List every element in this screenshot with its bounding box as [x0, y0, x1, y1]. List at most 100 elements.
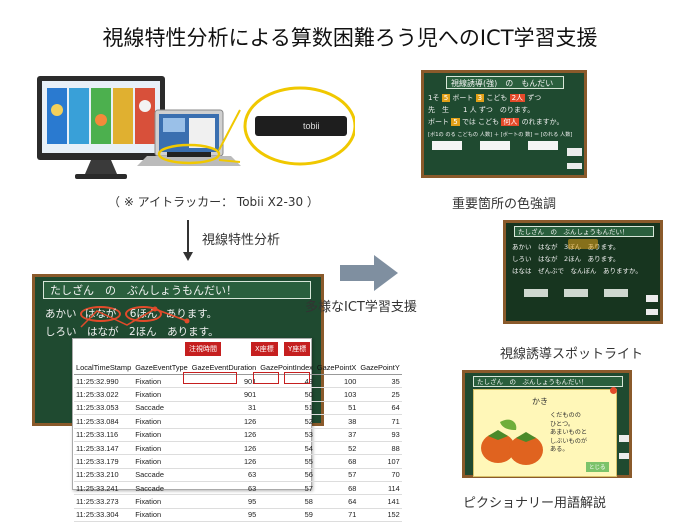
table-cell: Fixation	[133, 494, 190, 509]
table-cell: 126	[189, 441, 259, 456]
table-cell: 53	[258, 428, 315, 442]
tracker-bar-small	[167, 152, 211, 157]
table-cell: 63	[189, 468, 259, 483]
table-cell: 11:25:33.022	[74, 387, 134, 402]
color-emphasis-caption: 重要箇所の色強調	[452, 197, 557, 212]
table-cell: 100	[314, 374, 359, 389]
gaze-path-overlay	[80, 306, 190, 328]
table-cell: 11:25:33.116	[74, 428, 134, 442]
color-answer-box-3	[528, 141, 558, 150]
dict-pin-icon	[610, 387, 617, 394]
dict-side-note-2	[619, 453, 629, 459]
dict-word: かき	[532, 397, 548, 406]
table-cell: 25	[358, 387, 402, 402]
table-cell: Fixation	[133, 428, 190, 442]
table-cell: 95	[189, 508, 259, 523]
table-cell: 68	[314, 481, 359, 496]
table-cell: 71	[358, 414, 402, 429]
table-cell: 50	[258, 387, 315, 402]
spot-board-line1: あかい はなが 3ぼん あります。	[512, 243, 620, 251]
highlight-y-box	[284, 372, 310, 384]
table-cell: 126	[189, 414, 259, 429]
table-cell: 11:25:33.273	[74, 494, 134, 509]
table-cell: 51	[258, 401, 315, 416]
spot-board-line2: しろい はなが 2ほん あります。	[512, 255, 620, 263]
table-cell: 38	[314, 414, 359, 429]
color-side-note-2	[567, 163, 582, 169]
highlight-duration-box	[183, 372, 237, 384]
dictionary-popup: かき くだものの ひとつ。 あまいものと しぶいものが ある。 とじる	[473, 387, 617, 477]
table-cell: 107	[358, 454, 402, 469]
spot-board-line3: はなは ぜんぶで なんぼん ありますか。	[512, 267, 642, 275]
col-index: GazePointIndex	[258, 361, 315, 375]
highlight-x-box	[253, 372, 279, 384]
color-board-row1: 1そ 5 ボート 3 こども 2人 ずつ	[428, 94, 542, 102]
table-cell: 11:25:33.210	[74, 468, 134, 483]
monitor-stand	[85, 160, 117, 174]
table-cell: 58	[258, 494, 315, 509]
main-board-heading: たしざん の ぶんしょうもんだい！	[43, 281, 311, 299]
table-cell: 59	[258, 508, 315, 523]
persimmon-icon	[481, 419, 543, 465]
table-cell: 11:25:33.179	[74, 454, 134, 469]
table-cell: 11:25:33.304	[74, 508, 134, 523]
table-cell: 49	[258, 374, 315, 389]
spotlight-board: たしざん の ぶんしょうもんだい！ あかい はなが 3ぼん あります。 しろい …	[503, 220, 663, 324]
dict-board-heading: たしざん の ぶんしょうもんだい！	[473, 376, 623, 387]
table-cell: Saccade	[133, 401, 190, 416]
main-board-line2: しろい はなが 2ほん あります。	[45, 326, 219, 338]
tracker-highlight	[157, 143, 221, 165]
table-cell: 114	[358, 481, 402, 496]
table-cell: 11:25:33.147	[74, 441, 134, 456]
table-cell: 51	[314, 401, 359, 416]
spot-board-heading: たしざん の ぶんしょうもんだい！	[514, 226, 654, 237]
eyetracker-caption: （ ※ アイトラッカー： Tobii X2-30 ）	[108, 195, 319, 209]
table-cell: 126	[189, 428, 259, 442]
col-timestamp: LocalTimeStamp	[74, 361, 134, 375]
computer-setup-illustration	[37, 76, 357, 179]
table-cell: Fixation	[133, 508, 190, 523]
table-cell: 64	[314, 494, 359, 509]
table-cell: Fixation	[133, 441, 190, 456]
col-y: GazePointY	[358, 361, 402, 375]
table-cell: 95	[189, 494, 259, 509]
table-cell: 57	[258, 481, 315, 496]
gaze-data-table: LocalTimeStamp GazeEventType GazeEventDu…	[74, 361, 402, 523]
down-arrow-icon	[183, 220, 193, 261]
table-cell: 35	[358, 374, 402, 389]
color-board-row4: [ボ1の のる こどもの 人数] ＋ [ボートの 数] ＝ [のれる 人数]	[428, 132, 573, 138]
color-board-row3: ボート 5 では こども 何人 のれますか。	[428, 118, 564, 126]
table-cell: 52	[314, 441, 359, 456]
col-duration: GazeEventDuration	[189, 361, 259, 375]
diagram-title: 視線特性分析による算数困難ろう児へのICT学習支援	[102, 26, 598, 50]
dict-description: くだものの ひとつ。 あまいものと しぶいものが ある。	[550, 412, 588, 453]
table-cell: 70	[358, 468, 402, 483]
spot-answer-box-2	[564, 289, 588, 297]
spot-answer-box-3	[604, 289, 628, 297]
right-arrow-icon	[340, 255, 398, 291]
spotlight-highlight	[568, 239, 598, 249]
dict-close-button[interactable]: とじる	[586, 462, 609, 472]
tobii-tracker-device	[255, 116, 347, 136]
table-cell: 31	[189, 401, 259, 416]
monitor-screen-images	[47, 88, 155, 144]
dict-side-note	[619, 435, 629, 442]
table-cell: 11:25:32.990	[74, 374, 134, 389]
table-cell: Saccade	[133, 468, 190, 483]
table-cell: 11:25:33.241	[74, 481, 134, 496]
table-cell: Fixation	[133, 414, 190, 429]
table-cell: 54	[258, 441, 315, 456]
table-cell: 152	[358, 508, 402, 523]
table-cell: 11:25:33.053	[74, 401, 134, 416]
table-header-row: LocalTimeStamp GazeEventType GazeEventDu…	[74, 361, 402, 375]
col-event-type: GazeEventType	[133, 361, 190, 375]
tobii-logo: tobii	[303, 121, 320, 131]
tag-duration: 注視時間	[185, 342, 221, 356]
